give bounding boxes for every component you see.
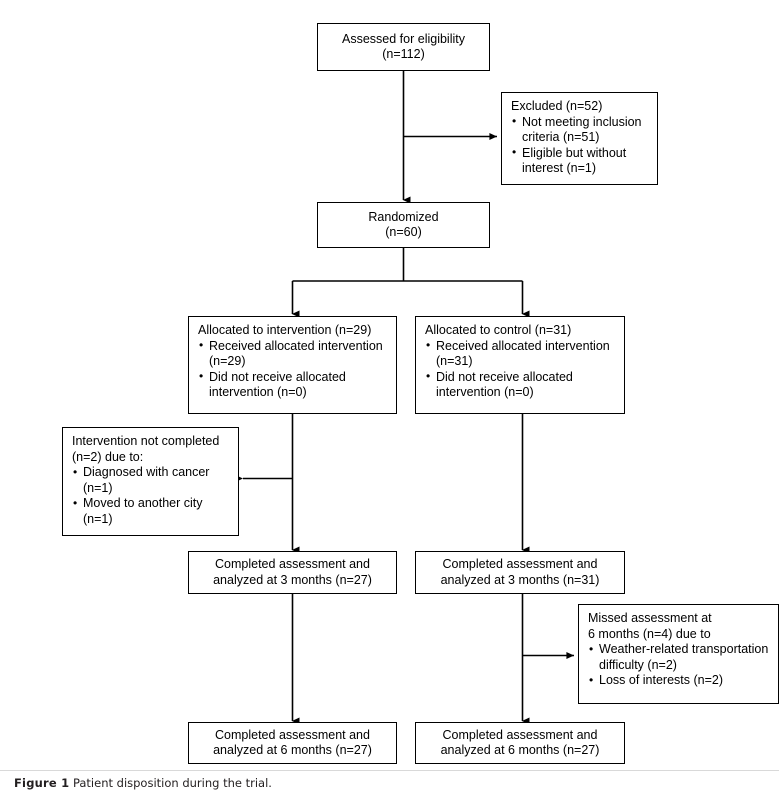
completed-6m-control-line-1: Completed assessment and [442, 727, 598, 742]
list-item: • Loss of interests (n=2) [588, 673, 770, 689]
bullet-icon: • [512, 145, 517, 159]
excluded-heading: Excluded (n=52) [511, 99, 603, 113]
not-completed-bullet-1: Diagnosed with cancer (n=1) [83, 465, 210, 495]
completed-3m-intervention-line-2: analyzed at 3 months (n=27) [213, 572, 372, 587]
allocated-intervention-bullet-2: Did not receive allocated intervention (… [209, 369, 346, 400]
bullet-icon: • [426, 369, 431, 383]
list-item: • Not meeting inclusion criteria (n=51) [511, 114, 649, 146]
list-item: • Received allocated intervention (n=31) [425, 338, 616, 370]
not-completed-heading-line-1: Intervention not completed [72, 434, 220, 448]
list-item: • Received allocated intervention (n=29) [198, 338, 388, 370]
node-assessed-for-eligibility: Assessed for eligibility (n=112) [317, 23, 490, 71]
completed-6m-control-line-2: analyzed at 6 months (n=27) [440, 743, 600, 757]
allocated-control-heading: Allocated to control (n=31) [425, 323, 572, 337]
randomized-line-2: (n=60) [385, 225, 422, 239]
figure-caption: Figure 1 Patient disposition during the … [14, 776, 272, 790]
caption-divider [0, 770, 779, 771]
bullet-icon: • [73, 464, 78, 479]
allocated-intervention-heading: Allocated to intervention (n=29) [198, 323, 372, 337]
bullet-icon: • [199, 338, 204, 352]
node-allocated-control: Allocated to control (n=31) • Received al… [415, 316, 625, 414]
completed-6m-intervention-line-2: analyzed at 6 months (n=27) [213, 743, 372, 757]
list-item: • Moved to another city (n=1) [72, 496, 230, 527]
node-intervention-not-completed: Intervention not completed (n=2) due to:… [62, 427, 239, 536]
assessed-line-1: Assessed for eligibility [342, 31, 465, 46]
excluded-bullet-2: Eligible but without interest (n=1) [522, 145, 627, 176]
missed-6m-bullet-list: • Weather-related transportation difficul… [588, 642, 770, 689]
bullet-icon: • [589, 672, 594, 687]
node-randomized: Randomized (n=60) [317, 202, 490, 248]
node-completed-3m-control: Completed assessment and analyzed at 3 m… [415, 551, 625, 594]
list-item: • Weather-related transportation difficul… [588, 642, 770, 673]
figure-caption-text: Patient disposition during the trial. [72, 776, 272, 790]
node-completed-6m-intervention: Completed assessment and analyzed at 6 m… [188, 722, 397, 764]
node-completed-6m-control: Completed assessment and analyzed at 6 m… [415, 722, 625, 764]
bullet-icon: • [426, 338, 431, 352]
missed-6m-heading-line-1: Missed assessment at [588, 611, 712, 625]
node-completed-3m-intervention: Completed assessment and analyzed at 3 m… [188, 551, 397, 594]
bullet-icon: • [199, 369, 204, 383]
excluded-bullet-list: • Not meeting inclusion criteria (n=51) •… [511, 114, 649, 177]
bullet-icon: • [73, 495, 78, 510]
bullet-icon: • [589, 641, 594, 656]
allocated-intervention-bullet-list: •Received allocated intervention (n=29) … [198, 338, 388, 401]
list-item: • Diagnosed with cancer (n=1) [72, 465, 230, 496]
list-item: • Eligible but without interest (n=1) [511, 145, 649, 177]
allocated-control-bullet-2: Did not receive allocated intervention (… [436, 369, 573, 400]
completed-3m-control-line-1: Completed assessment and [442, 557, 598, 571]
allocated-control-bullet-list: •Received allocated intervention (n=31) … [425, 338, 616, 401]
missed-6m-bullet-2: Loss of interests (n=2) [599, 673, 724, 687]
randomized-line-1: Randomized [368, 209, 439, 224]
excluded-bullet-1: Not meeting inclusion criteria (n=51) [522, 114, 642, 145]
list-item: • Did not receive allocated intervention … [425, 369, 616, 401]
allocated-intervention-bullet-1: Received allocated intervention (n=29) [209, 338, 383, 369]
node-missed-assessment-6m: Missed assessment at 6 months (n=4) due … [578, 604, 779, 704]
not-completed-bullet-list: • Diagnosed with cancer (n=1) • Moved to a… [72, 465, 230, 527]
not-completed-heading-line-2: (n=2) due to: [72, 449, 144, 464]
node-excluded: Excluded (n=52) • Not meeting inclusion c… [501, 92, 658, 185]
bullet-icon: • [512, 114, 517, 128]
assessed-line-2: (n=112) [382, 47, 425, 61]
completed-3m-intervention-line-1: Completed assessment and [215, 557, 370, 571]
allocated-control-bullet-1: Received allocated intervention (n=31) [436, 338, 610, 369]
completed-6m-intervention-line-1: Completed assessment and [215, 727, 370, 742]
figure-label: Figure 1 [14, 776, 70, 790]
missed-6m-bullet-1: Weather-related transportation difficult… [599, 642, 769, 672]
list-item: • Did not receive allocated intervention … [198, 369, 388, 401]
not-completed-bullet-2: Moved to another city (n=1) [83, 496, 203, 526]
completed-3m-control-line-2: analyzed at 3 months (n=31) [440, 572, 600, 587]
node-allocated-intervention: Allocated to intervention (n=29) • Receiv… [188, 316, 397, 414]
missed-6m-heading-line-2: 6 months (n=4) due to [588, 626, 711, 641]
